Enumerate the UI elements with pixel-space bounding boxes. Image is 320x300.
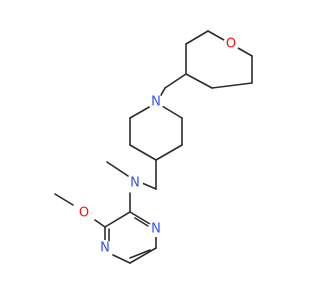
pyrazine-nitrogen-lower: N: [97, 240, 113, 256]
piperidine-nitrogen: N: [148, 94, 164, 110]
bond: [185, 30, 209, 45]
bond: [129, 247, 157, 264]
bond: [54, 193, 74, 206]
bond: [129, 249, 151, 259]
bond: [94, 219, 106, 228]
molecule-structure: N O N O N N: [54, 30, 253, 264]
bond: [155, 144, 183, 161]
oxane-oxygen-label: O: [226, 37, 236, 52]
bond: [141, 182, 157, 190]
pyrazine-nitrogen-upper: N: [148, 221, 164, 237]
piperidine-nitrogen-label: N: [151, 95, 161, 110]
pyrazine-nitrogen-lower-label: N: [100, 241, 110, 256]
oxane-oxygen: O: [223, 36, 239, 52]
bond: [159, 87, 166, 98]
bond: [207, 30, 225, 41]
bond: [106, 161, 129, 177]
amine-nitrogen: N: [127, 175, 143, 191]
bond: [211, 82, 253, 89]
methoxy-oxygen: O: [76, 205, 92, 221]
bond: [134, 217, 149, 227]
bond-lines: [54, 30, 253, 264]
bond: [104, 211, 131, 228]
bond: [237, 47, 253, 57]
amine-nitrogen-label: N: [130, 176, 140, 191]
bond: [185, 73, 213, 89]
methoxy-oxygen-label: O: [79, 206, 89, 221]
pyrazine-nitrogen-upper-label: N: [151, 222, 161, 237]
bond: [164, 73, 187, 89]
bond: [129, 211, 151, 225]
bond: [161, 105, 183, 119]
bond: [129, 105, 152, 119]
atom-labels: N O N O N N: [76, 36, 239, 256]
bond: [129, 144, 157, 161]
bond: [112, 254, 131, 264]
